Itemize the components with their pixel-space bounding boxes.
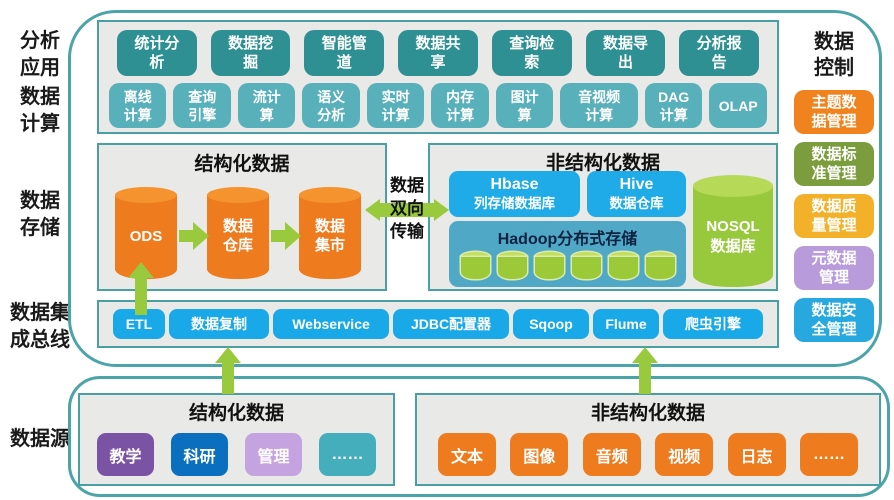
nosql-cylinder: NOSQL 数据库 bbox=[693, 175, 773, 287]
main-platform-container: 统计分 析 数据挖 掘 智能管 道 数据共 享 查询检 索 数据导 出 分析报 … bbox=[68, 10, 882, 367]
bus-node: JDBC配置器 bbox=[393, 309, 509, 339]
unstructured-source-items: 文本 图像 音频 视频 日志 …… bbox=[417, 433, 879, 476]
layer-label-analysis-application: 分析 应用 bbox=[20, 30, 60, 79]
data-warehouse-cylinder: 数据 仓库 bbox=[207, 187, 269, 279]
unstructured-storage-section: 非结构化数据 Hbase 列存储数据库 Hive 数据仓库 Hadoop分布式存… bbox=[428, 143, 778, 291]
app-node: 数据共 享 bbox=[398, 30, 478, 76]
analysis-apps-row: 统计分 析 数据挖 掘 智能管 道 数据共 享 查询检 索 数据导 出 分析报 … bbox=[117, 30, 760, 76]
source-node: 视频 bbox=[655, 433, 714, 476]
analysis-computing-section: 统计分 析 数据挖 掘 智能管 道 数据共 享 查询检 索 数据导 出 分析报 … bbox=[97, 20, 779, 134]
bidirectional-arrow-icon bbox=[365, 199, 449, 221]
compute-node: 内存 计算 bbox=[431, 83, 489, 128]
bus-node: Sqoop bbox=[513, 309, 589, 339]
hive-label: Hive bbox=[619, 176, 654, 193]
app-node: 分析报 告 bbox=[679, 30, 760, 76]
layer-label-data-source: 数据源 bbox=[10, 428, 70, 450]
app-node: 查询检 索 bbox=[491, 30, 572, 76]
hive-sublabel: 数据仓库 bbox=[609, 196, 664, 211]
bus-node: 数据复制 bbox=[169, 309, 269, 339]
compute-node: DAG 计算 bbox=[645, 83, 703, 128]
source-node: 日志 bbox=[727, 433, 786, 476]
unstructured-source-section: 非结构化数据 文本 图像 音频 视频 日志 …… bbox=[415, 393, 881, 486]
data-mart-label: 数据 集市 bbox=[314, 218, 345, 254]
control-node: 数据标 准管理 bbox=[794, 142, 874, 186]
unstructured-source-title: 非结构化数据 bbox=[590, 403, 705, 424]
layer-label-data-integration-bus: 数据集 成总线 bbox=[10, 302, 70, 351]
storage-cylinder-icon bbox=[460, 252, 490, 279]
storage-cylinder-icon bbox=[534, 252, 564, 279]
source-node: 教学 bbox=[97, 433, 154, 476]
ods-label: ODS bbox=[129, 227, 163, 245]
source-node: …… bbox=[319, 433, 376, 476]
storage-cylinder-icon bbox=[608, 252, 638, 279]
bus-row: ETL 数据复制 Webservice JDBC配置器 Sqoop Flume … bbox=[99, 302, 777, 346]
compute-node: 语义 分析 bbox=[302, 83, 360, 128]
layer-label-data-computing: 数据 计算 bbox=[20, 86, 60, 135]
compute-node: 查询 引擎 bbox=[173, 83, 231, 128]
control-node: 数据质 量管理 bbox=[794, 194, 874, 238]
hadoop-label: Hadoop分布式存储 bbox=[497, 231, 638, 248]
layer-label-data-storage: 数据 存储 bbox=[20, 190, 60, 239]
data-control-sidebar: 数据 控制 主题数 据管理 数据标 准管理 数据质 量管理 元数据 管理 数据安… bbox=[791, 29, 877, 350]
app-node: 数据导 出 bbox=[585, 30, 666, 76]
app-node: 智能管 道 bbox=[304, 30, 385, 76]
bus-node: 爬虫引擎 bbox=[663, 309, 763, 339]
nosql-label: NOSQL 数据库 bbox=[706, 218, 760, 255]
flow-arrow-right-icon bbox=[271, 222, 301, 250]
control-node: 数据安 全管理 bbox=[794, 298, 874, 342]
up-arrow-shaft bbox=[639, 362, 651, 394]
source-node: 图像 bbox=[510, 433, 569, 476]
data-control-title: 数据 控制 bbox=[814, 31, 854, 79]
source-node: 科研 bbox=[171, 433, 228, 476]
up-arrow-icon bbox=[128, 262, 154, 278]
up-arrow-icon bbox=[215, 347, 241, 363]
integration-bus-section: ETL 数据复制 Webservice JDBC配置器 Sqoop Flume … bbox=[97, 300, 779, 348]
up-arrow-icon bbox=[632, 347, 658, 363]
compute-node: 音视频 计算 bbox=[560, 83, 638, 128]
structured-source-title: 结构化数据 bbox=[188, 403, 284, 424]
structured-source-items: 教学 科研 管理 …… bbox=[80, 433, 393, 476]
compute-node: 流计 算 bbox=[237, 83, 296, 128]
compute-node: 图计 算 bbox=[495, 83, 554, 128]
data-source-container: 结构化数据 教学 科研 管理 …… 非结构化数据 文本 图像 音频 视频 日志 … bbox=[68, 376, 890, 497]
storage-cylinder-icon bbox=[571, 252, 601, 279]
compute-node: OLAP bbox=[709, 83, 767, 128]
app-node: 统计分 析 bbox=[117, 30, 197, 76]
hadoop-node: Hadoop分布式存储 bbox=[449, 221, 686, 287]
control-node: 元数据 管理 bbox=[794, 246, 874, 290]
storage-cylinder-icon bbox=[497, 252, 527, 279]
structured-source-section: 结构化数据 教学 科研 管理 …… bbox=[78, 393, 395, 486]
compute-node: 离线 计算 bbox=[109, 83, 167, 128]
up-arrow-shaft bbox=[135, 277, 147, 315]
unstructured-storage-title: 非结构化数据 bbox=[545, 153, 660, 174]
flow-arrow-right-icon bbox=[179, 222, 209, 250]
hbase-sublabel: 列存储数据库 bbox=[474, 196, 555, 211]
hbase-node: Hbase 列存储数据库 bbox=[449, 171, 580, 217]
control-node: 主题数 据管理 bbox=[794, 90, 874, 134]
compute-node: 实时 计算 bbox=[366, 83, 425, 128]
hive-node: Hive 数据仓库 bbox=[587, 171, 686, 217]
transfer-label: 数据 双向 传输 bbox=[390, 176, 424, 241]
bus-node: Webservice bbox=[273, 309, 389, 339]
source-node: 文本 bbox=[438, 433, 496, 476]
bus-node: Flume bbox=[593, 309, 659, 339]
data-warehouse-label: 数据 仓库 bbox=[222, 218, 253, 254]
source-node: 音频 bbox=[582, 433, 641, 476]
source-node: …… bbox=[799, 433, 858, 476]
data-mart-cylinder: 数据 集市 bbox=[299, 187, 361, 279]
storage-cylinder-icon bbox=[645, 252, 675, 279]
source-node: 管理 bbox=[245, 433, 302, 476]
hbase-label: Hbase bbox=[490, 176, 539, 193]
app-node: 数据挖 掘 bbox=[210, 30, 291, 76]
computing-row: 离线 计算 查询 引擎 流计 算 语义 分析 实时 计算 内存 计算 图计 算 … bbox=[109, 83, 767, 128]
up-arrow-shaft bbox=[222, 362, 234, 394]
structured-storage-title: 结构化数据 bbox=[194, 154, 290, 175]
hadoop-cylinders bbox=[449, 252, 686, 279]
